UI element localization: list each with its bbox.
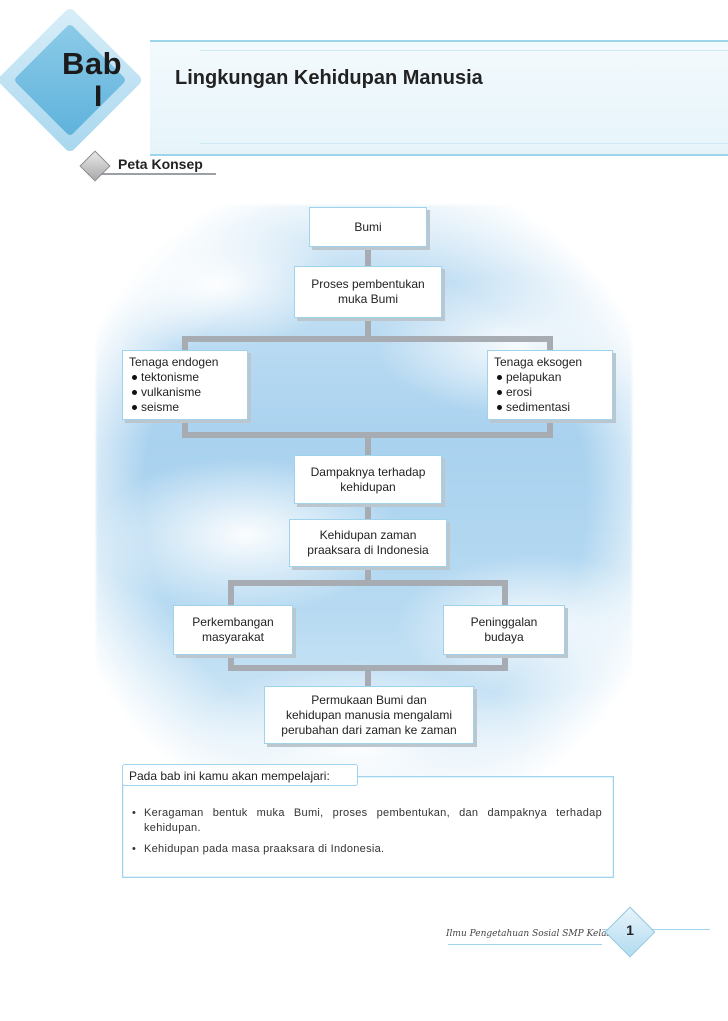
endogen-item: vulkanisme: [129, 385, 241, 400]
chapter-label: Bab: [62, 46, 123, 81]
connector-to-dampak: [365, 436, 371, 456]
connector-right-rise: [547, 420, 553, 436]
connector-left-drop: [182, 336, 188, 354]
node-permukaan-line1: Permukaan Bumi dan: [311, 692, 427, 707]
eksogen-item: erosi: [494, 385, 606, 400]
learning-objectives-heading: Pada bab ini kamu akan mempelajari:: [122, 764, 358, 786]
node-perkembangan-masyarakat: Perkembangan masyarakat: [173, 605, 293, 655]
connector-masyarakat-rise: [228, 654, 234, 670]
connector-proses-down: [365, 318, 371, 338]
connector-left-rise: [182, 420, 188, 436]
footer-rule: [602, 929, 710, 930]
header-band: [150, 40, 728, 156]
page-number: 1: [626, 922, 634, 938]
node-masyarakat-line1: Perkembangan: [192, 615, 274, 629]
eksogen-item: pelapukan: [494, 370, 606, 385]
connector-praaksara-down: [365, 566, 371, 582]
footer-book-title: Ilmu Pengetahuan Sosial SMP Kelas VII: [446, 929, 628, 939]
endogen-list: tektonisme vulkanisme seisme: [129, 370, 241, 415]
node-bumi: Bumi: [309, 207, 427, 247]
header-band-inner: [200, 50, 728, 144]
connector-budaya-drop: [502, 580, 508, 606]
node-bumi-label: Bumi: [354, 219, 382, 234]
node-eksogen-title: Tenaga eksogen: [494, 355, 583, 369]
node-endogen-title: Tenaga endogen: [129, 355, 219, 369]
learning-objectives-list: Keragaman bentuk muka Bumi, proses pembe…: [132, 806, 602, 863]
node-permukaan-line3: perubahan dari zaman ke zaman: [281, 722, 457, 737]
connector-branch-2-top: [228, 580, 508, 586]
learning-item: Kehidupan pada masa praaksara di Indones…: [132, 842, 602, 857]
node-dampak-line1: Dampaknya terhadap: [310, 464, 426, 479]
connector-right-drop: [547, 336, 553, 354]
connector-dampak-praaksara: [365, 503, 371, 519]
eksogen-list: pelapukan erosi sedimentasi: [494, 370, 606, 415]
connector-branch-2-bottom: [228, 665, 508, 671]
node-praaksara-line2: praaksara di Indonesia: [307, 543, 429, 557]
node-tenaga-endogen: Tenaga endogen tektonisme vulkanisme sei…: [122, 350, 248, 420]
node-budaya-line2: budaya: [484, 630, 524, 644]
node-masyarakat-line2: masyarakat: [201, 630, 265, 644]
connector-masyarakat-drop: [228, 580, 234, 606]
node-proses-line2: muka Bumi: [337, 292, 399, 306]
node-praaksara: Kehidupan zaman praaksara di Indonesia: [289, 519, 447, 567]
endogen-item: seisme: [129, 400, 241, 415]
node-dampak: Dampaknya terhadap kehidupan: [294, 455, 442, 504]
connector-to-permukaan: [365, 669, 371, 687]
node-tenaga-eksogen: Tenaga eksogen pelapukan erosi sedimenta…: [487, 350, 613, 420]
connector-budaya-rise: [502, 654, 508, 670]
chapter-title: Lingkungan Kehidupan Manusia: [175, 67, 483, 89]
section-underline: [88, 158, 216, 175]
chapter-number: I: [94, 80, 103, 113]
eksogen-item: sedimentasi: [494, 400, 606, 415]
section-diamond-icon: [79, 150, 111, 182]
connector-branch-top: [182, 336, 553, 342]
learning-item: Keragaman bentuk muka Bumi, proses pembe…: [132, 806, 602, 836]
node-proses-line1: Proses pembentukan: [311, 277, 425, 291]
connector-bumi-proses: [365, 246, 371, 268]
connector-branch-bottom: [182, 432, 553, 438]
footer-underline: [448, 944, 602, 945]
node-permukaan-line2: kehidupan manusia mengalami: [285, 707, 453, 722]
endogen-item: tektonisme: [129, 370, 241, 385]
node-peninggalan-budaya: Peninggalan budaya: [443, 605, 565, 655]
node-permukaan-bumi: Permukaan Bumi dan kehidupan manusia men…: [264, 686, 474, 744]
node-dampak-line2: kehidupan: [340, 479, 396, 494]
section-title: Peta Konsep: [118, 156, 203, 172]
node-budaya-line1: Peninggalan: [470, 615, 538, 629]
node-proses: Proses pembentukan muka Bumi: [294, 266, 442, 318]
node-praaksara-line1: Kehidupan zaman: [319, 528, 417, 542]
